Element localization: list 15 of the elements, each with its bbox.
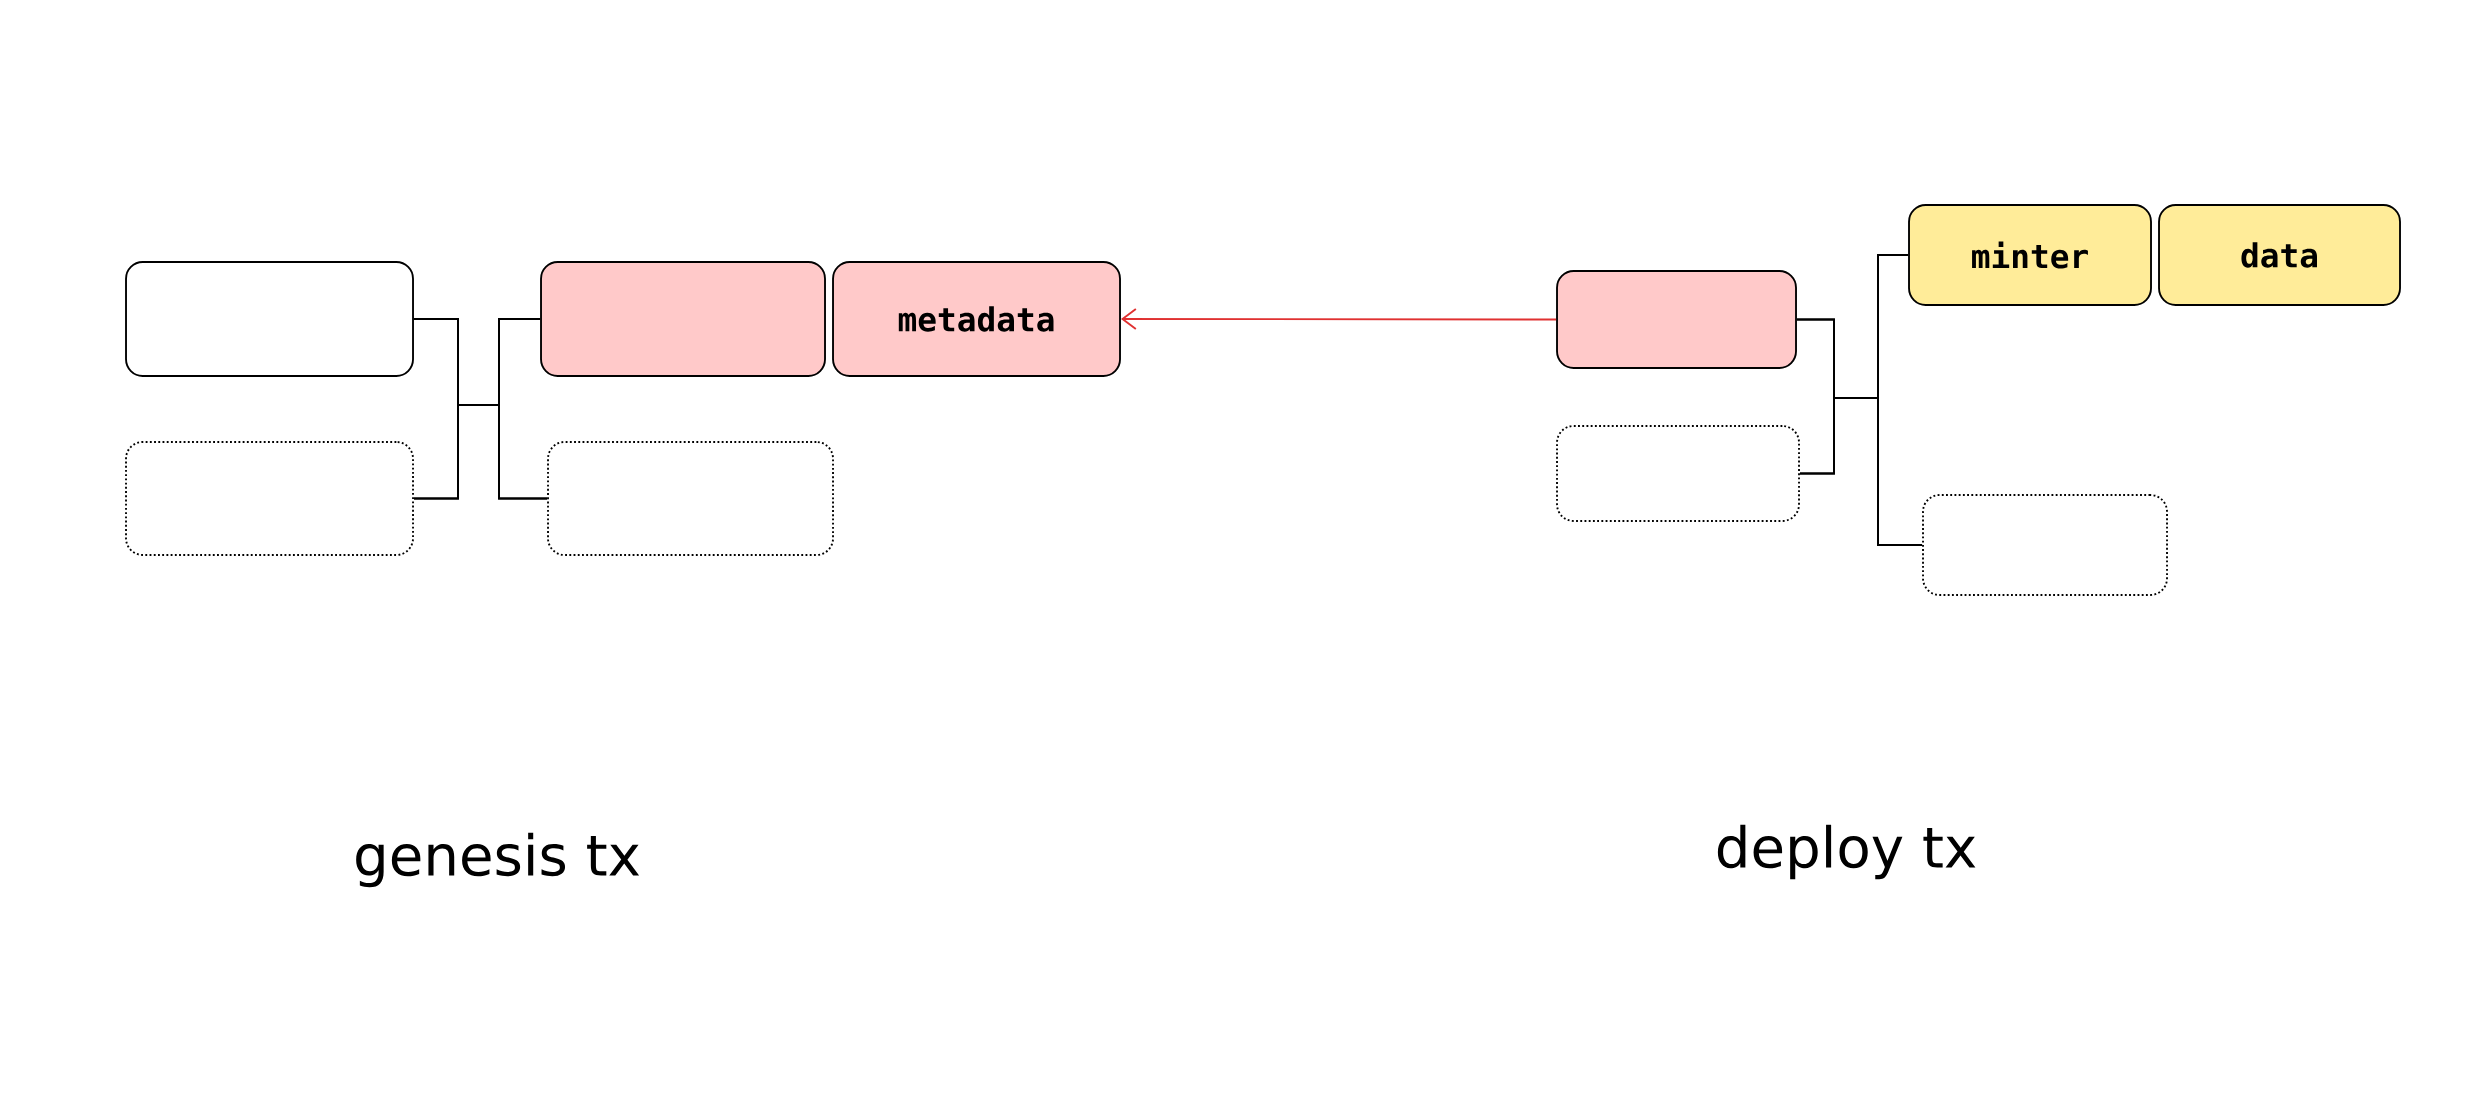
text-box: metadata — [832, 261, 1121, 377]
connector-line — [413, 404, 548, 500]
box — [125, 261, 414, 377]
arrow — [1120, 308, 1557, 330]
dotted-box — [125, 441, 414, 556]
caption-text: genesis tx — [356, 832, 640, 888]
text-box: minter — [1908, 204, 2152, 306]
text-box: data — [2158, 204, 2401, 306]
box — [1556, 270, 1797, 369]
dotted-box — [1922, 494, 2168, 596]
box — [540, 261, 826, 377]
connector-line — [1799, 397, 1923, 546]
caption-text: deploy tx — [1717, 824, 1976, 880]
dotted-box — [1556, 425, 1800, 522]
dotted-box — [547, 441, 834, 556]
